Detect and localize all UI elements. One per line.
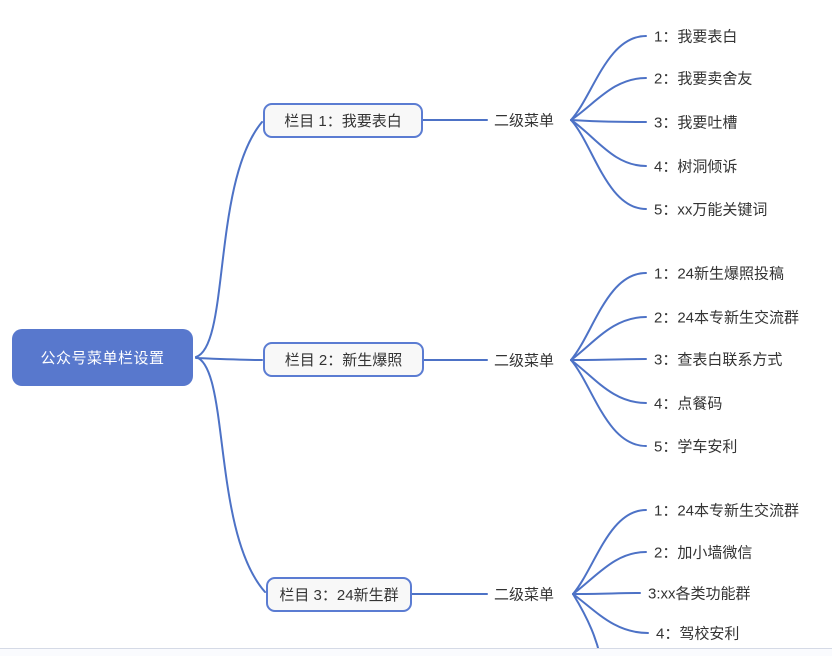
leaf-item[interactable]: 2：加小墙微信 bbox=[654, 544, 753, 562]
root-node[interactable]: 公众号菜单栏设置 bbox=[12, 329, 193, 386]
branch-node-1-label: 栏目 1：我要表白 bbox=[284, 113, 402, 130]
branch-node-3[interactable]: 栏目 3：24新生群 bbox=[266, 577, 412, 612]
leaf-item[interactable]: 2：我要卖舍友 bbox=[654, 70, 753, 88]
branch-node-2-label: 栏目 2：新生爆照 bbox=[284, 352, 403, 369]
connector-sub2-item4 bbox=[570, 359, 647, 404]
connector-sub2-item5 bbox=[570, 359, 647, 447]
connector-sub1-item5 bbox=[570, 119, 647, 210]
connector-sub3-item5 bbox=[572, 593, 601, 655]
submenu-label-2[interactable]: 二级菜单 bbox=[494, 352, 555, 370]
leaf-item[interactable]: 1：24本专新生交流群 bbox=[654, 502, 800, 520]
connector-sub3-item4 bbox=[572, 593, 649, 634]
connector-sub1-item2 bbox=[570, 77, 647, 121]
root-node-label: 公众号菜单栏设置 bbox=[40, 350, 165, 367]
leaf-item[interactable]: 1：24新生爆照投稿 bbox=[654, 265, 785, 283]
connector-sub2-item2 bbox=[570, 316, 647, 361]
leaf-item[interactable]: 4：树洞倾诉 bbox=[654, 158, 738, 176]
leaf-item[interactable]: 1：我要表白 bbox=[654, 28, 738, 46]
leaf-item[interactable]: 3：我要吐槽 bbox=[654, 114, 738, 132]
connector-sub2-item1 bbox=[570, 272, 647, 361]
connector-root-branch1 bbox=[195, 121, 263, 358]
connector-sub2-item3 bbox=[570, 358, 647, 361]
connector-sub3-item1 bbox=[572, 509, 647, 595]
branch-node-2[interactable]: 栏目 2：新生爆照 bbox=[263, 342, 424, 377]
connector-sub1-item3 bbox=[570, 119, 647, 123]
connector-sub3-item3 bbox=[572, 592, 641, 595]
leaf-item[interactable]: 4：驾校安利 bbox=[656, 625, 740, 643]
leaf-item[interactable]: 4：点餐码 bbox=[654, 395, 723, 413]
connector-sub3-item2 bbox=[572, 551, 647, 595]
canvas-bottom-edge bbox=[0, 648, 832, 656]
branch-node-1[interactable]: 栏目 1：我要表白 bbox=[263, 103, 423, 138]
branch-node-3-label: 栏目 3：24新生群 bbox=[279, 587, 399, 604]
leaf-item[interactable]: 2：24本专新生交流群 bbox=[654, 309, 800, 327]
leaf-item[interactable]: 5：xx万能关键词 bbox=[654, 201, 768, 219]
leaf-item[interactable]: 3:xx各类功能群 bbox=[648, 585, 751, 603]
submenu-label-1[interactable]: 二级菜单 bbox=[494, 112, 555, 130]
connector-root-branch3 bbox=[195, 356, 266, 593]
leaf-item[interactable]: 5：学车安利 bbox=[654, 438, 738, 456]
connector-sub1-item4 bbox=[570, 119, 647, 167]
connector-root-branch2 bbox=[195, 357, 263, 361]
connector-sub1-item1 bbox=[570, 35, 647, 121]
submenu-label-3[interactable]: 二级菜单 bbox=[494, 586, 555, 604]
leaf-item[interactable]: 3：查表白联系方式 bbox=[654, 351, 783, 369]
